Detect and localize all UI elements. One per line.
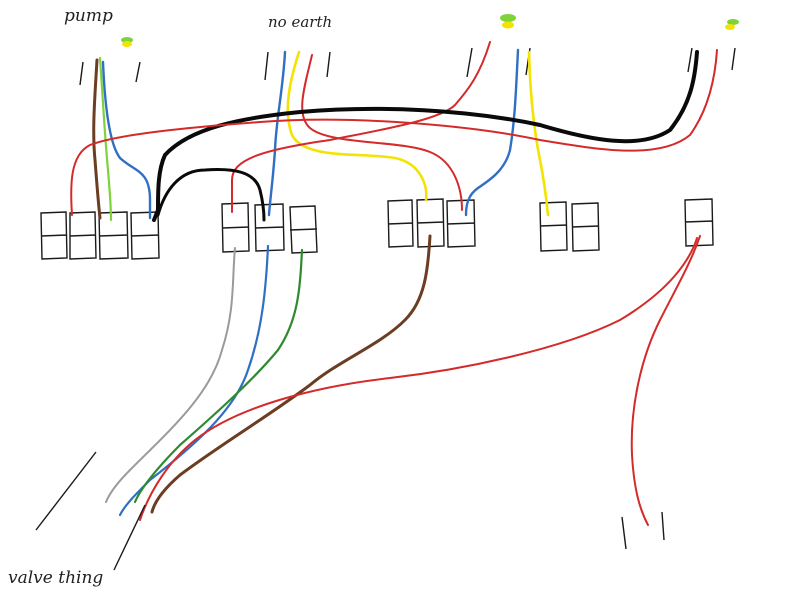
cable-sheath-4 xyxy=(687,47,736,73)
wire-green-yellow-pump xyxy=(98,56,113,222)
earth-marker-3 xyxy=(500,14,516,29)
wire-black-cable-4 xyxy=(152,50,699,222)
wire-brown-valve xyxy=(150,234,432,514)
wire-blue-no-earth xyxy=(267,50,287,217)
terminal-5a xyxy=(684,198,714,247)
wire-red-cable-3 xyxy=(231,41,491,213)
pump-label: pump xyxy=(64,6,113,26)
wire-red-down-right xyxy=(630,235,701,526)
terminal-2a xyxy=(221,202,250,253)
wire-red-cable-4 xyxy=(70,49,718,216)
no-earth-label: no earth xyxy=(268,13,332,31)
terminal-2b xyxy=(254,203,285,252)
terminal-group-5 xyxy=(684,198,714,247)
cable-sheath-3 xyxy=(466,47,531,78)
terminal-1a xyxy=(40,211,68,260)
cable-sheath-no-earth xyxy=(264,51,331,81)
wire-green-valve xyxy=(133,248,304,504)
wire-black-jumper xyxy=(156,168,266,222)
terminal-group-4 xyxy=(539,201,600,252)
terminal-group-3 xyxy=(387,198,476,248)
terminal-group-2 xyxy=(221,202,318,254)
wire-red-valve xyxy=(139,237,698,521)
wire-blue-cable-3 xyxy=(464,48,520,217)
terminal-4a xyxy=(539,201,568,252)
wire-grey-valve xyxy=(105,247,236,503)
terminal-3b xyxy=(416,198,445,248)
wire-yellow-cable-3 xyxy=(527,50,550,217)
terminal-1b xyxy=(69,211,97,260)
terminal-3c xyxy=(446,199,476,248)
valve-thing-label: valve thing xyxy=(8,568,103,588)
terminal-3a xyxy=(387,199,414,248)
earth-marker-pump xyxy=(121,37,133,47)
terminal-1c xyxy=(98,211,129,260)
wire-blue-valve xyxy=(118,244,270,517)
wire-red-no-earth xyxy=(301,54,463,211)
terminal-4b xyxy=(571,202,600,252)
bottom-right-cable-sheath xyxy=(621,511,665,550)
earth-marker-4 xyxy=(725,19,739,30)
wire-brown-pump xyxy=(92,58,102,220)
terminal-2c xyxy=(289,205,318,254)
cable-sheath-pump xyxy=(79,61,141,86)
valve-cable-sheath xyxy=(35,451,146,571)
wire-blue-pump xyxy=(101,60,152,220)
wire-yellow-no-earth xyxy=(286,50,428,202)
